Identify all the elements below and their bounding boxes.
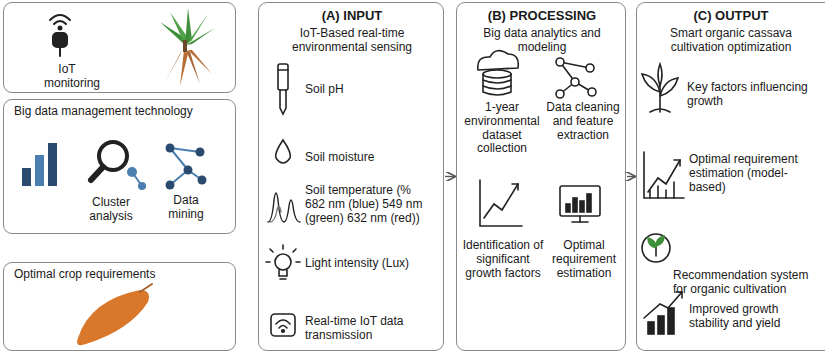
monitor-chart-icon [560,186,600,222]
panel-subtitle: Smart organic cassava cultivation optimi… [643,27,819,55]
output-item: Improved growth stability and yield [689,303,819,331]
panel-heading: (C) OUTPUT [643,9,819,24]
growth-chart-icon [644,152,684,198]
input-item: Light intensity (Lux) [305,257,439,271]
icon-label: IoT monitoring [44,63,90,91]
spectrum-icon [268,193,300,222]
box-heading: Big data management technology [14,105,229,119]
process-item: Optimal requirement estimation [545,239,623,280]
flow-arrow [627,176,635,177]
yield-chart-icon [644,292,682,334]
panel-subtitle: Big data analytics and modeling [463,27,621,55]
cloud-database-icon [478,51,519,95]
ph-probe-icon [278,64,288,114]
iot-icon [50,15,70,56]
output-item: Optimal requirement estimation (model-ba… [689,153,819,194]
icon-label: Cluster analysis [82,196,140,224]
data-mining-icon [166,144,207,190]
info-box: Optimal crop requirements [3,262,236,351]
input-item: Soil moisture [305,151,439,165]
process-item: Identification of significant growth fac… [461,239,545,280]
process-item: 1-year environmental dataset collection [461,101,543,156]
box-heading: Optimal crop requirements [14,268,229,282]
transmission-icon [271,314,295,336]
output-item: Recommendation system for organic cultiv… [673,269,823,297]
cassava-plant-icon [160,8,215,86]
water-drop-icon [276,140,291,163]
stage-panel: (B) PROCESSING Big data analytics and mod… [456,2,626,351]
bar-chart-icon [22,143,57,186]
info-box: IoT monitoring [3,2,236,93]
bulb-icon [266,245,300,279]
magnifier-icon [91,142,146,190]
flow-arrow [445,176,455,177]
recommendation-icon [642,234,670,262]
stage-panel: (C) OUTPUT Smart organic cassava cultivat… [636,2,825,351]
panel-heading: (B) PROCESSING [463,9,621,24]
plant-icon [642,64,678,112]
cassava-root-icon [77,284,152,345]
icon-label: Data mining [154,194,218,222]
network-icon [556,58,596,98]
process-item: Data cleaning and feature extraction [543,101,623,142]
info-box: Big data management technologyCluster an… [3,99,236,234]
panel-heading: (A) INPUT [267,9,437,24]
stage-panel: (A) INPUT IoT-Based real-time environment… [258,2,444,351]
input-item: Soil pH [305,83,439,97]
panel-subtitle: IoT-Based real-time environmental sensin… [267,27,437,55]
output-item: Key factors influencing growth [687,81,819,109]
line-chart-icon [480,180,522,226]
input-item: Real-time IoT data transmission [305,315,439,343]
input-item: Soil temperature (% 682 nm (blue) 549 nm… [305,184,431,225]
